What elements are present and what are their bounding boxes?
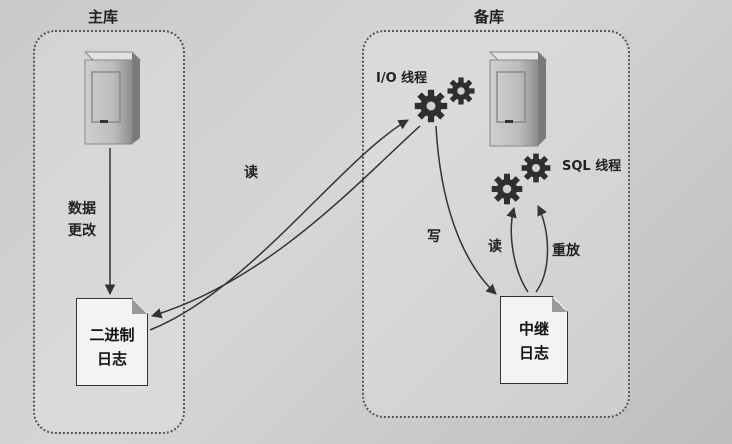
sql-gear-small-icon xyxy=(521,153,551,183)
sql-gear-large-icon xyxy=(491,173,523,205)
read-sql-label: 读 xyxy=(488,239,502,255)
sql-read-arrow xyxy=(506,206,529,293)
write-label: 写 xyxy=(427,229,441,245)
replica-server-icon xyxy=(488,51,548,147)
io-gear-large-icon xyxy=(414,89,448,123)
primary-title: 主库 xyxy=(88,8,119,26)
relay-log-document: 中继 日志 xyxy=(500,296,568,384)
read-arrow-to-io xyxy=(149,119,409,331)
replay-label: 重放 xyxy=(552,243,580,259)
io-gear-small-icon xyxy=(447,77,475,105)
binary-log-document: 二进制 日志 xyxy=(76,298,148,386)
write-arrow xyxy=(435,125,497,295)
replay-arrow xyxy=(535,205,549,293)
primary-server-icon xyxy=(83,51,142,145)
io-thread-label: I/O 线程 xyxy=(376,71,428,86)
data-change-label: 数据 更改 xyxy=(68,201,96,239)
replica-title: 备库 xyxy=(474,8,505,26)
sql-thread-label: SQL 线程 xyxy=(562,159,622,174)
read-arrow-to-binlog xyxy=(150,125,421,319)
read-label: 读 xyxy=(244,165,258,181)
